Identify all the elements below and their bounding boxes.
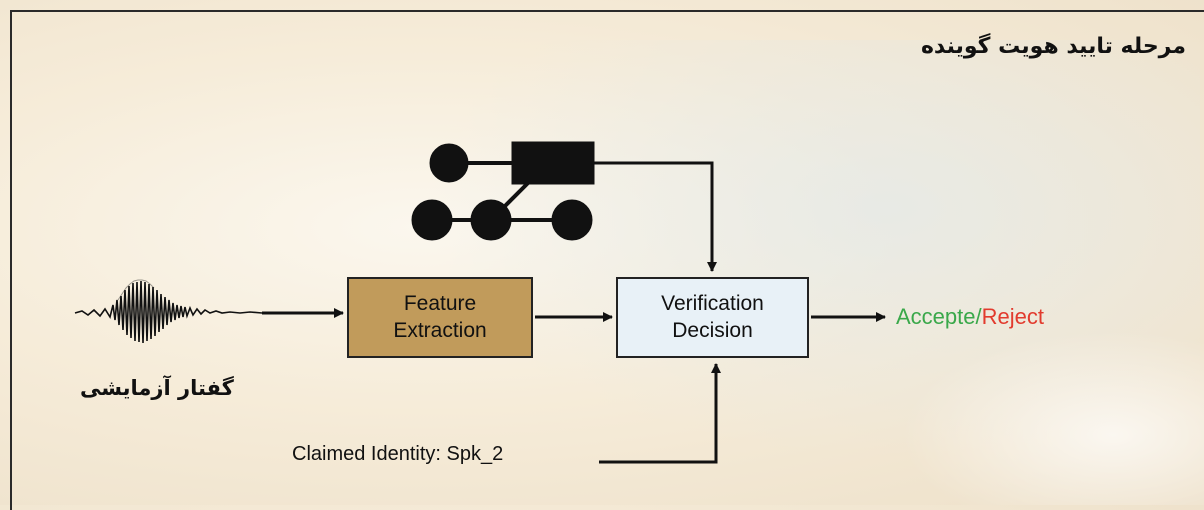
diagram-frame	[10, 10, 1204, 510]
feature-extraction-label: Feature Extraction	[393, 292, 487, 342]
background-glow-corner	[900, 330, 1204, 505]
verification-decision-box: Verification Decision	[616, 277, 809, 358]
speaker-model-graph-icon	[411, 141, 595, 241]
feature-extraction-box: Feature Extraction	[347, 277, 533, 358]
diagram-title: مرحله تایید هویت گوینده	[920, 34, 1186, 59]
accept-label: Accepte	[896, 304, 976, 329]
reject-label: Reject	[981, 304, 1044, 329]
claimed-identity-label: Claimed Identity: Spk_2	[292, 443, 504, 465]
verification-decision-label: Verification Decision	[661, 292, 764, 342]
decision-outcome: Accepte/Reject	[896, 304, 1044, 330]
outcome-separator: /	[975, 304, 982, 329]
test-speech-label: گفتار آزمایشی	[80, 376, 234, 400]
waveform-icon	[74, 279, 263, 344]
